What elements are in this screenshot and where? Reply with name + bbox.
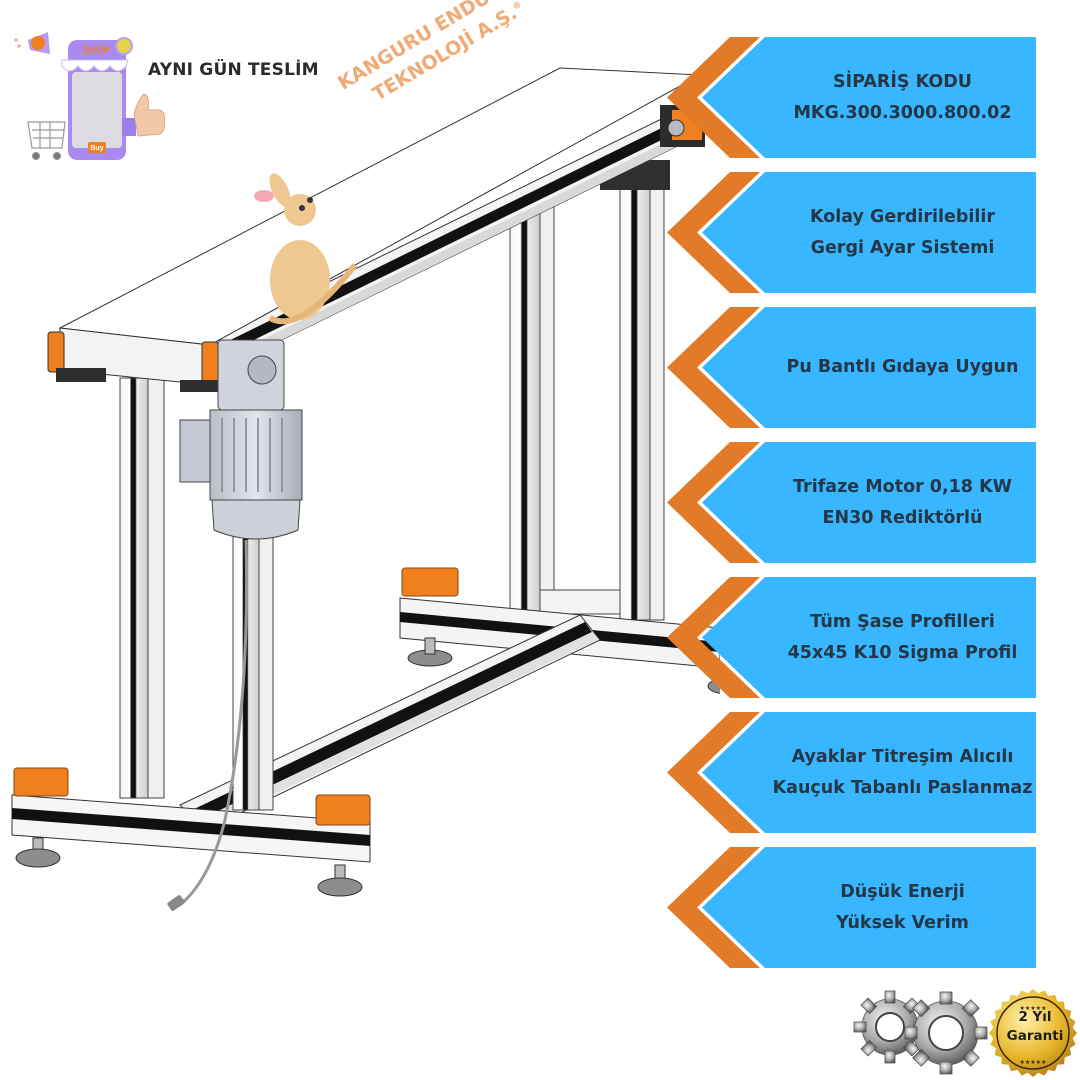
conveyor-belt bbox=[58, 67, 702, 346]
promo-illustration: SHOP Buy bbox=[10, 30, 170, 165]
front-base bbox=[11, 767, 371, 897]
feature-line: Pu Bantlı Gıdaya Uygun bbox=[786, 357, 1019, 377]
svg-text:SHOP: SHOP bbox=[82, 45, 111, 56]
feature-line: Ayaklar Titreşim Alıcılı bbox=[791, 746, 1014, 767]
feature-line: Trifaze Motor 0,18 KW bbox=[793, 476, 1012, 497]
chevron-left-icon bbox=[667, 577, 760, 698]
feature-line: Gergi Ayar Sistemi bbox=[810, 237, 995, 258]
chevron-left-icon bbox=[667, 172, 760, 293]
banner-panel bbox=[702, 442, 1036, 563]
feature-line: SİPARİŞ KODU bbox=[833, 71, 972, 92]
warranty-label: Garanti bbox=[1006, 1028, 1064, 1044]
shop-phone-icon: SHOP Buy bbox=[14, 32, 165, 161]
feature-line: Yüksek Verim bbox=[836, 912, 969, 933]
feature-text: SİPARİŞ KODU MKG.300.3000.800.02 bbox=[765, 37, 1040, 158]
drive-motor bbox=[179, 339, 303, 540]
chevron-left-icon bbox=[667, 37, 760, 158]
cross-member bbox=[179, 614, 601, 831]
svg-text:★★★★★: ★★★★★ bbox=[1020, 1005, 1047, 1012]
front-legs bbox=[119, 377, 274, 811]
banner-panel bbox=[702, 847, 1036, 968]
feature-text: Tüm Şase Profilleri 45x45 K10 Sigma Profi… bbox=[765, 577, 1040, 698]
svg-text:Buy: Buy bbox=[90, 145, 103, 152]
banner-panel bbox=[702, 172, 1036, 293]
svg-text:★★★★★: ★★★★★ bbox=[1020, 1059, 1047, 1066]
chevron-left-icon bbox=[667, 442, 760, 563]
shopping-cart-icon bbox=[27, 121, 66, 161]
feature-banner: Pu Bantlı Gıdaya Uygun bbox=[665, 307, 1040, 428]
gears-icon bbox=[853, 990, 988, 1075]
feature-line: MKG.300.3000.800.02 bbox=[793, 102, 1012, 123]
megaphone-icon bbox=[14, 32, 50, 54]
banner-panel bbox=[702, 37, 1036, 158]
chevron-left-icon bbox=[667, 847, 760, 968]
feature-line: Kauçuk Tabanlı Paslanmaz bbox=[772, 777, 1033, 798]
end-roller bbox=[47, 327, 228, 392]
feature-line: EN30 Rediktörlü bbox=[822, 507, 983, 528]
chevron-left-icon bbox=[667, 712, 760, 833]
warranty-text: 2 Yıl Garanti bbox=[992, 1008, 1078, 1046]
banner-panel bbox=[702, 307, 1036, 428]
feature-banner: Tüm Şase Profilleri 45x45 K10 Sigma Profi… bbox=[665, 577, 1040, 698]
same-day-delivery-title: AYNI GÜN TESLİM bbox=[148, 60, 319, 80]
kangaroo-mascot-icon bbox=[254, 173, 358, 325]
banner-panel bbox=[702, 577, 1036, 698]
chevron-left-icon bbox=[667, 307, 760, 428]
thumbs-up-icon bbox=[122, 93, 165, 137]
conveyor-illustration bbox=[11, 67, 720, 911]
feature-line: Tüm Şase Profilleri bbox=[810, 611, 995, 632]
banner-panel bbox=[702, 712, 1036, 833]
feature-text: Pu Bantlı Gıdaya Uygun bbox=[765, 307, 1040, 428]
warranty-years: 2 Yıl bbox=[1018, 1009, 1052, 1025]
warranty-badge: ★★★★★ ★★★★★ bbox=[989, 989, 1077, 1077]
feature-line: Kolay Gerdirilebilir bbox=[809, 206, 996, 227]
feature-line: Düşük Enerji bbox=[840, 881, 965, 902]
feature-banner: SİPARİŞ KODU MKG.300.3000.800.02 bbox=[665, 37, 1040, 158]
feature-banner: Trifaze Motor 0,18 KW EN30 Rediktörlü bbox=[665, 442, 1040, 563]
feature-text: Trifaze Motor 0,18 KW EN30 Rediktörlü bbox=[765, 442, 1040, 563]
rear-legs bbox=[509, 160, 670, 621]
feature-line: 45x45 K10 Sigma Profil bbox=[787, 642, 1018, 663]
power-cable bbox=[179, 539, 249, 907]
